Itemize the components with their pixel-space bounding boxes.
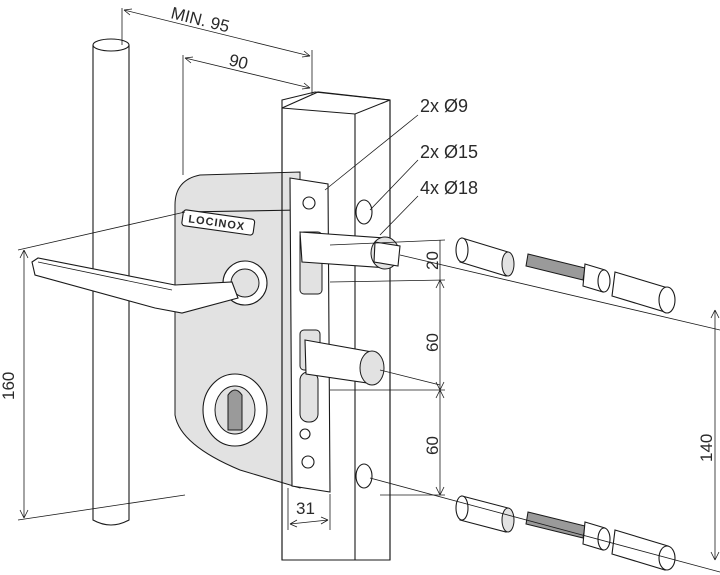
dead-bolt (304, 339, 385, 386)
label-min-95: MIN. 95 (169, 3, 231, 36)
screw-bottom (301, 455, 315, 469)
dimension-160: 160 (0, 211, 186, 521)
screw-thread-bottom (525, 511, 586, 539)
lock-housing: LOCINOX (174, 171, 301, 489)
assembly-axis-lines (369, 254, 720, 573)
lever-handle (31, 257, 239, 314)
profile-hole-bottom (355, 463, 373, 489)
label-20: 20 (423, 251, 442, 270)
dimension-140: 140 (697, 309, 720, 561)
dimension-spacing-column: 20 60 60 (329, 239, 446, 496)
profile-hole-top (355, 199, 373, 225)
callout-group: 2x Ø9 2x Ø15 4x Ø18 (324, 96, 478, 236)
brand-logo: LOCINOX (181, 209, 256, 236)
label-160: 160 (0, 372, 18, 400)
label-140: 140 (697, 434, 716, 462)
label-90: 90 (227, 50, 250, 73)
label-60-upper: 60 (423, 333, 442, 352)
screw-thread-top (525, 253, 586, 281)
latch-bolt (299, 231, 401, 270)
fixing-set-bottom (455, 495, 676, 571)
dimension-31: 31 (287, 488, 331, 530)
dimension-90: 90 (182, 50, 311, 175)
screw-top (302, 196, 316, 210)
callout-15mm-holes: 2x Ø15 (420, 142, 478, 162)
fixing-set-top (455, 237, 676, 314)
key-cylinder (227, 389, 243, 431)
callout-18mm-holes: 4x Ø18 (420, 178, 478, 198)
label-31: 31 (296, 499, 315, 518)
callout-9mm-holes: 2x Ø9 (420, 96, 468, 116)
gate-profile (281, 91, 391, 561)
label-60-lower: 60 (423, 436, 442, 455)
